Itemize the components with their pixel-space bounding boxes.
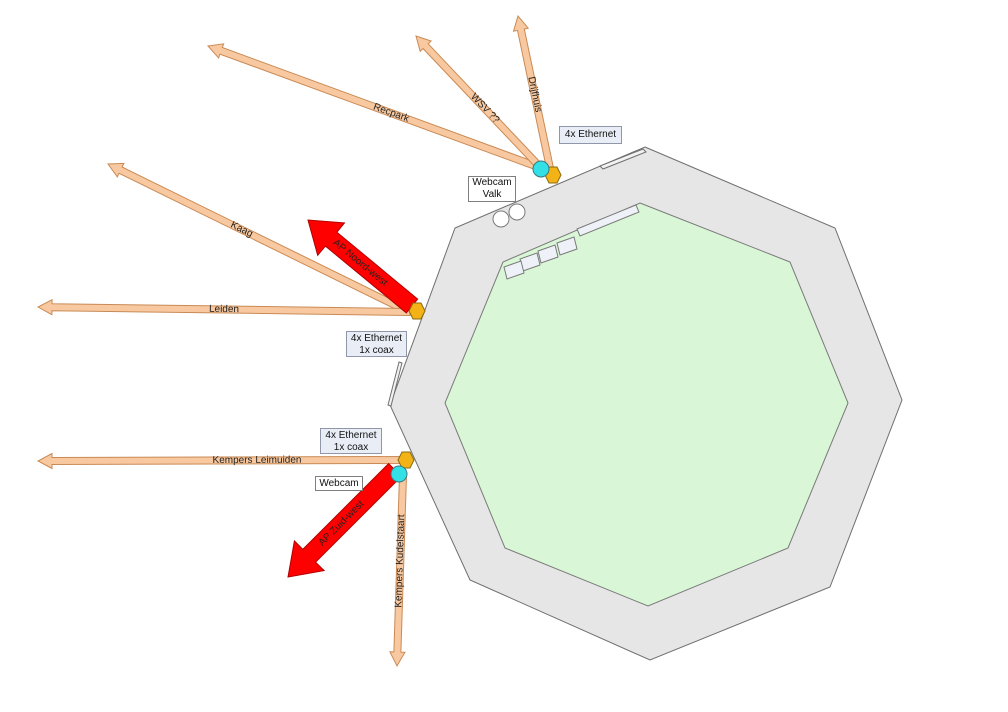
links-layer: Recpark WSV ?? DrijfhuisKaagLeidenKempers … bbox=[36, 14, 555, 668]
top-ethernet-line-1: 4x Ethernet bbox=[564, 129, 617, 140]
ap-zuidwest-label: AP Zuid-west bbox=[317, 498, 367, 548]
recpark-label: Recpark bbox=[372, 102, 412, 125]
webcam-valk-box: Webcam Valk bbox=[468, 176, 516, 202]
panel-1 bbox=[556, 236, 578, 256]
node-low-cyan bbox=[390, 465, 408, 483]
mid-ethernet-line-1: 4x Ethernet bbox=[350, 333, 403, 344]
kempers-leimuiden-link-arrow: Kempers Leimuiden bbox=[36, 452, 404, 470]
node-top-cyan bbox=[532, 160, 550, 178]
kempers-kudelstaart-label: Kempers Kudelstaart bbox=[393, 514, 407, 608]
drijfhuis-label: Drijfhuis bbox=[525, 76, 543, 114]
top-ethernet-box: 4x Ethernet bbox=[559, 126, 622, 144]
webcam-circle-1 bbox=[492, 210, 510, 228]
panel-2 bbox=[537, 244, 559, 264]
panel-4 bbox=[503, 260, 525, 280]
kempers-kudelstaart-arrow-shape bbox=[389, 474, 408, 668]
equipment-panels bbox=[503, 204, 640, 280]
webcam-valk-line-2: Valk bbox=[482, 189, 502, 200]
ap-noordwest-arrow-shape bbox=[307, 219, 419, 314]
panel-long bbox=[576, 204, 640, 237]
kempers-kudelstaart-link-arrow: Kempers Kudelstaart bbox=[389, 474, 408, 668]
low-ethernet-box: 4x Ethernet 1x coax bbox=[320, 428, 382, 454]
leiden-arrow-shape bbox=[36, 298, 411, 317]
webcam-valk-line-1: Webcam bbox=[472, 177, 512, 188]
mid-ethernet-box: 4x Ethernet 1x coax bbox=[346, 331, 407, 357]
low-ethernet-line-2: 1x coax bbox=[333, 442, 369, 453]
kaag-label: Kaag bbox=[229, 220, 255, 240]
recpark-link-arrow: Recpark bbox=[207, 43, 543, 172]
low-ethernet-line-1: 4x Ethernet bbox=[325, 430, 377, 441]
webcam-box: Webcam bbox=[315, 476, 363, 491]
kempers-leimuiden-arrow-shape bbox=[36, 452, 404, 470]
kempers-leimuiden-label: Kempers Leimuiden bbox=[213, 455, 302, 466]
leiden-link-arrow: Leiden bbox=[36, 298, 411, 317]
wsv-label: WSV ?? bbox=[468, 91, 501, 126]
mid-ethernet-line-2: 1x coax bbox=[359, 345, 394, 356]
ap-zuidwest-arrow-shape bbox=[287, 462, 403, 578]
field-area bbox=[444, 202, 849, 607]
roof-strip bbox=[599, 148, 647, 170]
leiden-label: Leiden bbox=[209, 304, 239, 315]
node-low-orange bbox=[397, 451, 415, 469]
webcam-circle-2 bbox=[508, 203, 526, 221]
node-mid-orange bbox=[408, 302, 426, 320]
kaag-arrow-shape bbox=[107, 162, 408, 314]
kaag-link-arrow: Kaag bbox=[107, 162, 408, 314]
wsv-arrow-shape bbox=[415, 35, 545, 172]
drijfhuis-arrow-shape bbox=[512, 14, 555, 175]
recpark-arrow-shape bbox=[207, 43, 543, 172]
wall-strip bbox=[387, 361, 403, 407]
webcam-line-1: Webcam bbox=[319, 478, 359, 489]
